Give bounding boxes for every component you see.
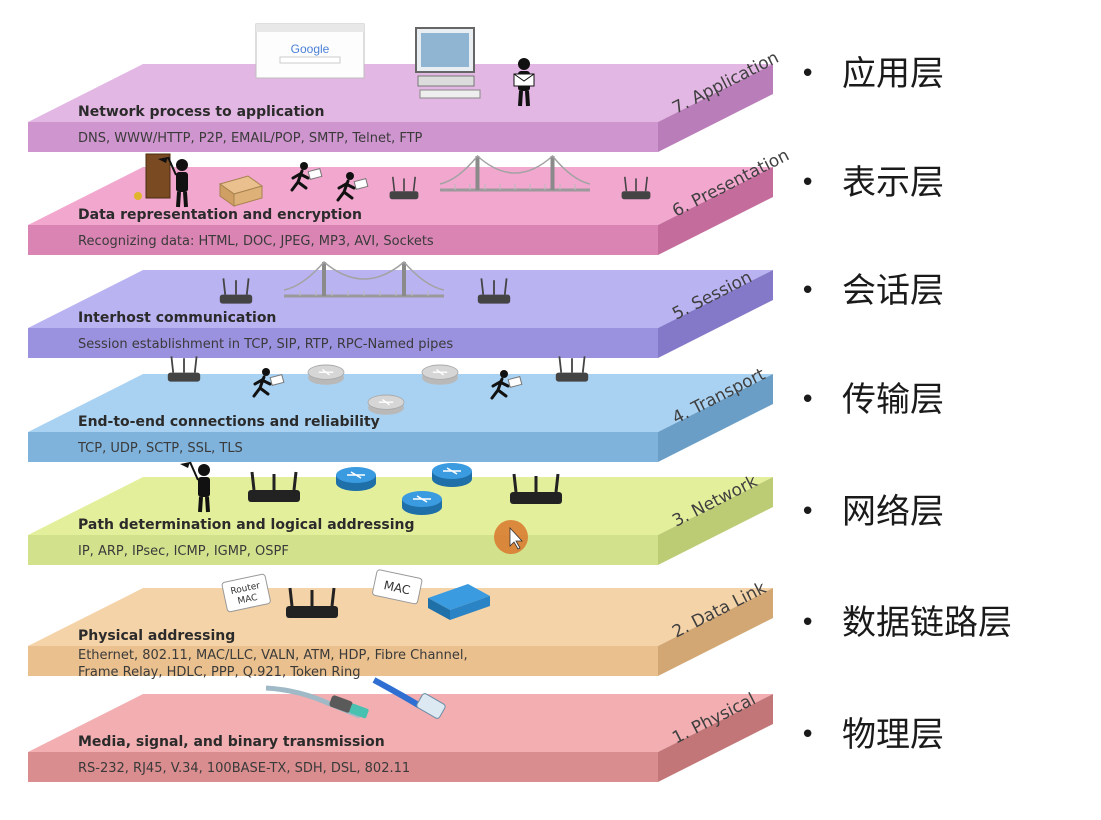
layer-protocols: Ethernet, 802.11, MAC/LLC, VALN, ATM, HD… <box>78 648 468 663</box>
fiber-cable-icon <box>265 685 369 719</box>
person-with-letter-icon <box>513 58 535 107</box>
wireless-router-icon <box>510 473 562 504</box>
router-icon <box>367 394 405 415</box>
layer-side-face <box>658 588 773 676</box>
router-icon <box>307 364 345 385</box>
layer-side-face <box>658 64 773 152</box>
browser-logo: Google <box>291 42 330 56</box>
layer-protocols: RS-232, RJ45, V.34, 100BASE-TX, SDH, DSL… <box>78 761 410 776</box>
router-icon <box>167 356 201 382</box>
layer-side-face <box>658 374 773 462</box>
box-icon <box>218 175 264 207</box>
tag-mac-text: MAC <box>382 578 411 597</box>
layer-7 <box>28 64 773 152</box>
zh-layer-label: 传输层 <box>842 380 944 420</box>
zh-layer-label: 应用层 <box>842 54 944 94</box>
layer-side-face <box>658 167 773 255</box>
running-person-icon <box>252 368 285 398</box>
zh-layer-label: 物理层 <box>842 715 944 755</box>
zh-layer-item: • 传输层 <box>800 380 944 420</box>
zh-layer-label: 会话层 <box>842 271 944 311</box>
layer-front-face <box>28 535 658 565</box>
layer-protocols: Frame Relay, HDLC, PPP, Q.921, Token Rin… <box>78 665 360 680</box>
layer-top-face <box>28 270 773 328</box>
bullet-icon: • <box>800 385 816 415</box>
ethernet-cable-icon <box>372 677 446 719</box>
bullet-icon: • <box>800 608 816 638</box>
zh-layer-item: • 应用层 <box>800 54 944 94</box>
layer-protocols: TCP, UDP, SCTP, SSL, TLS <box>77 441 243 456</box>
layer-top-face <box>28 694 773 752</box>
layer-front-face <box>28 122 658 152</box>
person-with-flag-icon <box>158 156 188 208</box>
zh-layer-item: • 会话层 <box>800 271 944 311</box>
mac-tag-icon: MAC <box>372 569 423 605</box>
layer-2 <box>28 588 773 676</box>
running-person-icon <box>336 172 369 202</box>
layer-title: Media, signal, and binary transmission <box>78 734 385 750</box>
person-with-flag-icon <box>180 461 210 513</box>
layer-5 <box>28 270 773 358</box>
bullet-icon: • <box>800 168 816 198</box>
layer-title: Path determination and logical addressin… <box>78 517 415 533</box>
layer-3 <box>28 477 773 565</box>
blue-router-icon <box>402 491 442 515</box>
bullet-icon: • <box>800 59 816 89</box>
blue-router-icon <box>432 463 472 487</box>
zh-layer-item: • 物理层 <box>800 715 944 755</box>
blue-router-icon <box>336 467 376 491</box>
running-person-icon <box>490 370 523 400</box>
bridge-icon <box>439 154 591 192</box>
layer-title: Physical addressing <box>78 628 235 644</box>
bullet-icon: • <box>800 276 816 306</box>
layer-protocols: IP, ARP, IPsec, ICMP, IGMP, OSPF <box>78 544 289 559</box>
layer-top-face <box>28 64 773 122</box>
router-icon <box>555 356 589 382</box>
router-icon <box>389 176 419 200</box>
layer-title: Network process to application <box>78 104 325 120</box>
layer-4 <box>28 374 773 462</box>
wireless-router-icon <box>248 471 300 502</box>
layer-side-face <box>658 477 773 565</box>
layer-side-face <box>658 694 773 782</box>
zh-layer-item: • 网络层 <box>800 492 944 532</box>
layer-protocols: Session establishment in TCP, SIP, RTP, … <box>78 337 453 352</box>
layer-front-face <box>28 432 658 462</box>
layer-title: Data representation and encryption <box>78 207 362 223</box>
router-icon <box>219 278 253 304</box>
bridge-icon <box>283 260 445 298</box>
layer-top-face <box>28 588 773 646</box>
router-icon <box>477 278 511 304</box>
wireless-router-icon <box>286 587 338 618</box>
tag-mac-label: MAC <box>237 593 259 607</box>
zh-layer-label: 表示层 <box>842 163 944 203</box>
router-icon <box>621 176 651 200</box>
zh-layer-item: • 数据链路层 <box>800 603 1012 643</box>
zh-layer-label: 网络层 <box>842 492 944 532</box>
layer-title: End-to-end connections and reliability <box>78 414 380 430</box>
cursor-indicator <box>494 520 528 554</box>
browser-window-icon: Google <box>255 23 365 79</box>
bullet-icon: • <box>800 497 816 527</box>
layer-front-face <box>28 328 658 358</box>
layer-protocols: Recognizing data: HTML, DOC, JPEG, MP3, … <box>78 234 434 249</box>
switch-icon <box>428 584 490 620</box>
layer-side-face <box>658 270 773 358</box>
zh-layer-item: • 表示层 <box>800 163 944 203</box>
layer-front-face <box>28 646 658 676</box>
layer-top-face <box>28 477 773 535</box>
layer-front-face <box>28 225 658 255</box>
layer-1 <box>28 694 773 782</box>
desktop-computer-icon <box>415 27 481 99</box>
router-icon <box>421 364 459 385</box>
bullet-icon: • <box>800 720 816 750</box>
running-person-icon <box>290 162 323 192</box>
zh-layer-label: 数据链路层 <box>842 603 1012 643</box>
layer-protocols: DNS, WWW/HTTP, P2P, EMAIL/POP, SMTP, Tel… <box>78 131 423 146</box>
layer-front-face <box>28 752 658 782</box>
layer-title: Interhost communication <box>78 310 276 326</box>
